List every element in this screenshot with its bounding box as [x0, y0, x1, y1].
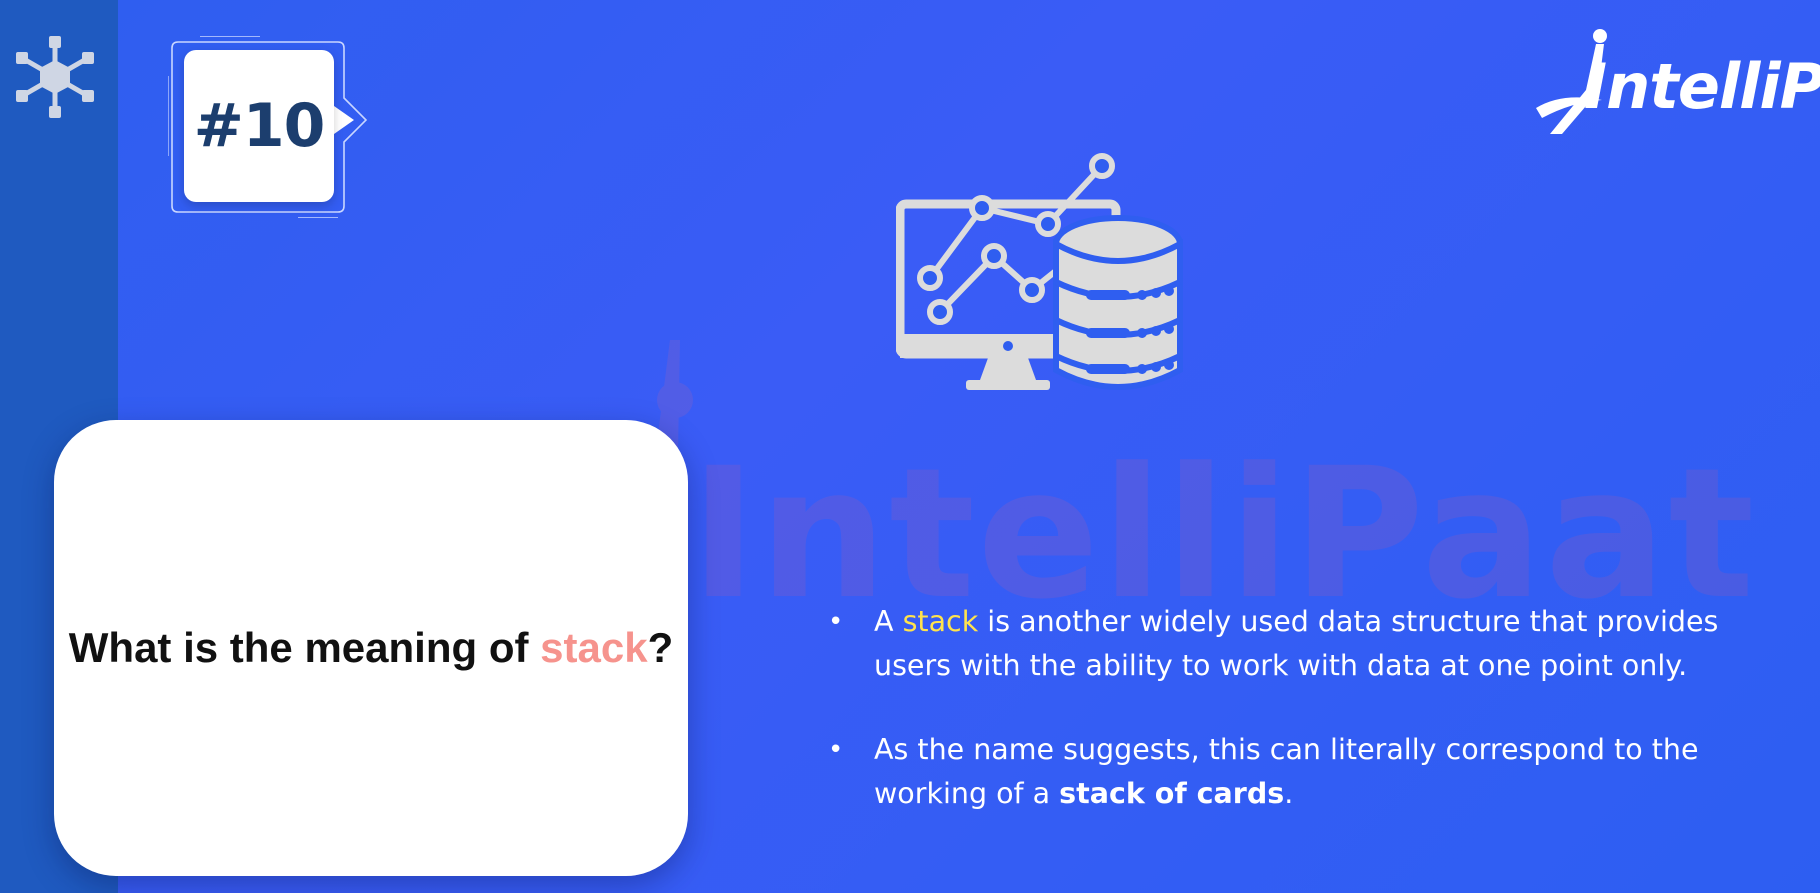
bullet-bold: stack of cards [1059, 777, 1285, 810]
bullet-highlight: stack [902, 605, 979, 638]
bullet-text: As the name suggests, this can literally… [874, 733, 1708, 810]
bullet-text: is another widely used data structure th… [874, 605, 1728, 682]
question-number: #10 [193, 91, 326, 161]
number-badge: #10 [168, 36, 374, 218]
question-text: What is the meaning of stack? [54, 420, 688, 876]
badge-card [184, 50, 334, 202]
brand-logo: IntelliPaat [1532, 22, 1820, 142]
bullet-text: . [1284, 777, 1294, 810]
answer-bullets: • A stack is another widely used data st… [828, 600, 1768, 856]
question-suffix: ? [647, 624, 674, 671]
badge-frame-icon [168, 36, 368, 218]
logo-figure-icon [1536, 29, 1607, 134]
computer-database-icon [896, 153, 1183, 390]
watermark-text: IntelliPaat [690, 430, 1757, 639]
bullet-text: A [874, 605, 903, 638]
bullet-marker: • [828, 735, 844, 765]
bullet-marker: • [828, 607, 844, 637]
bullet-item: • A stack is another widely used data st… [828, 600, 1768, 688]
question-prefix: What is the meaning of [68, 624, 541, 671]
question-highlight: stack [540, 624, 648, 671]
network-icon [16, 36, 94, 118]
brand-logo-text: IntelliPaat [1584, 50, 1820, 123]
question-card: What is the meaning of stack? [54, 420, 688, 876]
bullet-item: • As the name suggests, this can literal… [828, 728, 1768, 816]
